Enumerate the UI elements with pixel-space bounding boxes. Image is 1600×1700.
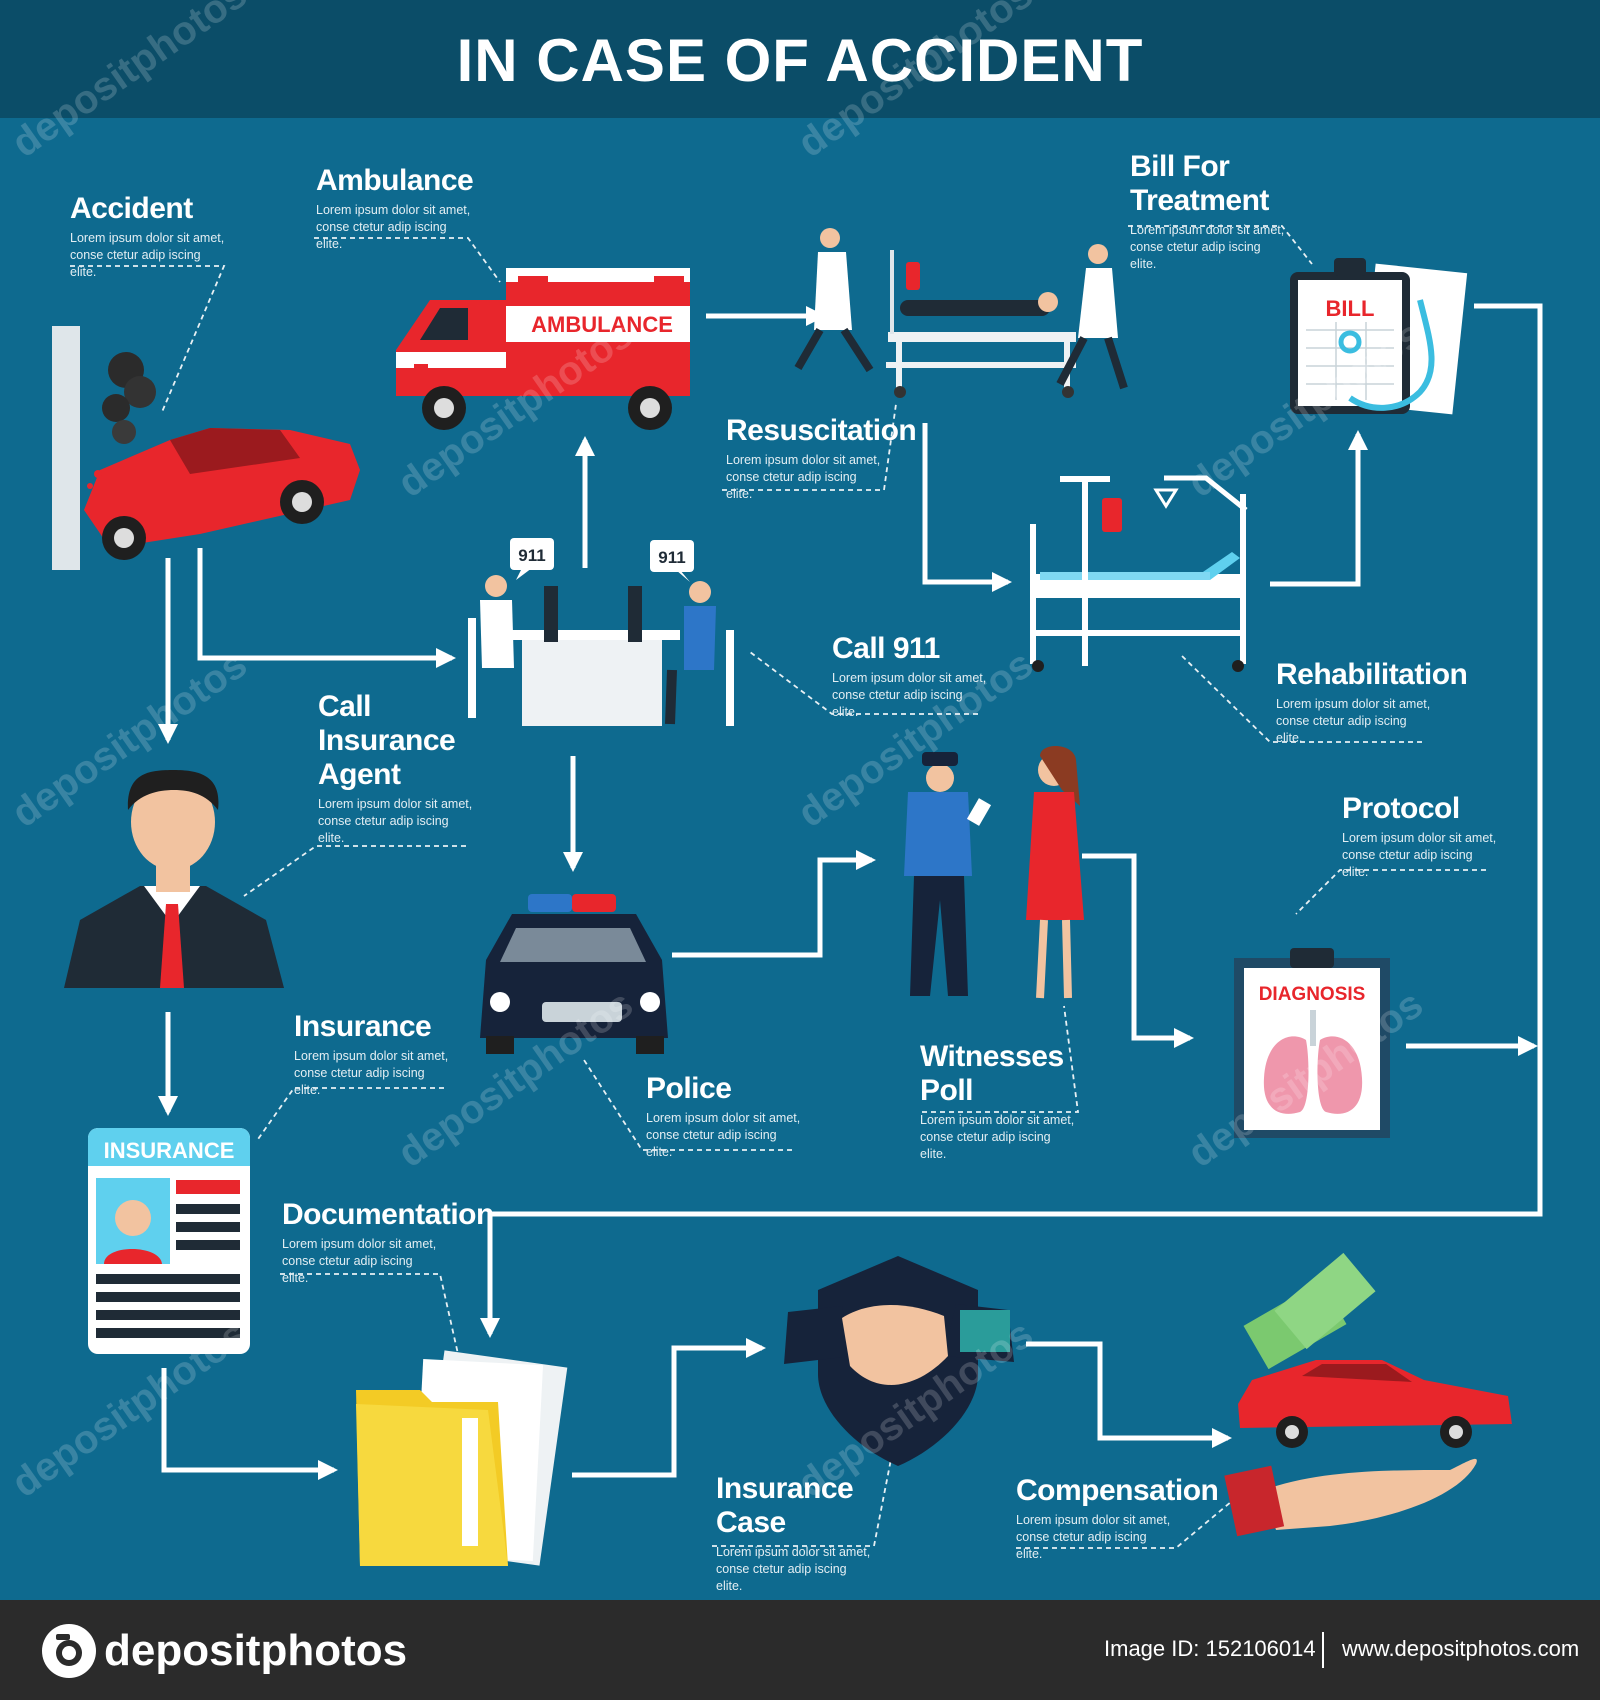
step-call-911: Call 911 Lorem ipsum dolor sit amet, con…: [832, 632, 992, 721]
ambulance-icon: AMBULANCE: [396, 268, 690, 430]
operator-right-bubble: 911: [658, 548, 685, 567]
flow-arrows: [158, 303, 1543, 1480]
footer-site-link[interactable]: www.depositphotos.com: [1342, 1636, 1580, 1661]
connector-ambulance: [314, 237, 501, 283]
step-accident: Accident Lorem ipsum dolor sit amet, con…: [70, 192, 230, 281]
footer-brand: depositphotos: [40, 1622, 407, 1680]
connector-insurance: [255, 1087, 444, 1143]
connector-insurance-case: [712, 1453, 893, 1547]
step-rehabilitation: Rehabilitation Lorem ipsum dolor sit ame…: [1276, 658, 1468, 747]
step-ambulance-text: Lorem ipsum dolor sit amet, conse ctetur…: [316, 203, 471, 251]
footer-divider: [1322, 1632, 1324, 1668]
connector-accident: [70, 265, 226, 413]
connector-agent: [243, 845, 466, 897]
footer-bar: [0, 1600, 1600, 1700]
footer-image-id: Image ID: 152106014: [1104, 1636, 1316, 1661]
arrow-accident-to-call911: [197, 548, 456, 668]
insurance-card-title: INSURANCE: [104, 1138, 235, 1163]
folder-documents-icon: [356, 1350, 568, 1566]
step-resuscitation: Resuscitation Lorem ipsum dolor sit amet…: [726, 414, 917, 503]
step-agent-text: Lorem ipsum dolor sit amet, conse ctetur…: [318, 797, 473, 845]
step-compensation: Compensation Lorem ipsum dolor sit amet,…: [1016, 1474, 1219, 1563]
page-title: IN CASE OF ACCIDENT: [456, 27, 1144, 94]
arrow-police-to-witnesses: [672, 850, 876, 958]
label-connectors: [70, 225, 1486, 1549]
stretcher-medics-icon: [794, 228, 1128, 398]
step-police: Police Lorem ipsum dolor sit amet, conse…: [646, 1072, 806, 1161]
arrow-insurance-to-documentation: [161, 1368, 338, 1480]
step-protocol-text: Lorem ipsum dolor sit amet, conse ctetur…: [1342, 831, 1497, 879]
step-ambulance: Ambulance Lorem ipsum dolor sit amet, co…: [316, 164, 476, 253]
camera-logo-icon: [42, 1624, 96, 1678]
step-police-title: Police: [646, 1072, 732, 1105]
arrow-bill-loop-to-documentation: [480, 303, 1543, 1338]
bill-text: BILL: [1326, 296, 1375, 321]
insurance-agent-icon: [64, 770, 284, 988]
step-call-insurance-agent: Call Insurance Agent Lorem ipsum dolor s…: [318, 690, 478, 847]
car-money-hand-icon: [1224, 1252, 1512, 1537]
step-accident-title: Accident: [70, 192, 193, 225]
connector-protocol: [1295, 869, 1486, 915]
connector-call911: [749, 651, 978, 715]
step-resuscitation-title: Resuscitation: [726, 414, 917, 447]
step-protocol: Protocol Lorem ipsum dolor sit amet, con…: [1342, 792, 1502, 881]
police-witness-icon: [904, 745, 1084, 999]
step-ambulance-title: Ambulance: [316, 164, 474, 197]
connector-rehabilitation: [1181, 655, 1422, 743]
step-witnesses-text: Lorem ipsum dolor sit amet, conse ctetur…: [920, 1113, 1075, 1161]
connector-bill: [1128, 225, 1313, 265]
step-compensation-text: Lorem ipsum dolor sit amet, conse ctetur…: [1016, 1513, 1171, 1561]
hospital-bed-icon: [1030, 475, 1248, 672]
ambulance-sign-text: AMBULANCE: [531, 312, 673, 337]
step-resuscitation-text: Lorem ipsum dolor sit amet, conse ctetur…: [726, 453, 881, 501]
flowchart: AMBULANCE BILL: [52, 225, 1543, 1566]
step-insurance: Insurance Lorem ipsum dolor sit amet, co…: [294, 1010, 454, 1099]
connector-resuscitation: [722, 403, 897, 491]
step-compensation-title: Compensation: [1016, 1474, 1219, 1507]
handshake-shield-icon: [784, 1256, 1014, 1466]
insurance-card-icon: INSURANCE: [88, 1128, 250, 1354]
step-rehabilitation-text: Lorem ipsum dolor sit amet, conse ctetur…: [1276, 697, 1431, 745]
arrow-rehabilitation-to-bill: [1270, 430, 1368, 587]
arrow-resuscitation-to-rehabilitation: [922, 423, 1012, 592]
step-insurance-title: Insurance: [294, 1010, 432, 1043]
step-insurance-case-title: Insurance Case: [716, 1472, 854, 1539]
step-insurance-case: Insurance Case Lorem ipsum dolor sit ame…: [716, 1472, 916, 1595]
step-bill-for-treatment: Bill For Treatment Lorem ipsum dolor sit…: [1130, 150, 1360, 273]
step-accident-text: Lorem ipsum dolor sit amet, conse ctetur…: [70, 231, 225, 279]
step-bill-title: Bill For Treatment: [1130, 150, 1269, 217]
step-documentation-text: Lorem ipsum dolor sit amet, conse ctetur…: [282, 1237, 437, 1285]
step-insurance-text: Lorem ipsum dolor sit amet, conse ctetur…: [294, 1049, 449, 1097]
police-car-icon: [480, 894, 668, 1054]
step-witnesses-title: Witnesses Poll: [920, 1040, 1064, 1107]
step-agent-title: Call Insurance Agent: [318, 690, 456, 791]
step-witnesses-poll: Witnesses Poll Lorem ipsum dolor sit ame…: [920, 1040, 1080, 1163]
medical-bill-icon: BILL: [1290, 258, 1468, 415]
step-bill-text: Lorem ipsum dolor sit amet, conse ctetur…: [1130, 223, 1285, 271]
arrow-witnesses-to-diagnosis: [1082, 853, 1194, 1048]
car-crash-icon: [52, 326, 360, 570]
step-insurance-case-text: Lorem ipsum dolor sit amet, conse ctetur…: [716, 1545, 871, 1593]
step-rehabilitation-title: Rehabilitation: [1276, 658, 1468, 691]
diagnosis-text: DIAGNOSIS: [1259, 984, 1366, 1005]
footer-brand-text: depositphotos: [104, 1626, 408, 1675]
step-police-text: Lorem ipsum dolor sit amet, conse ctetur…: [646, 1111, 801, 1159]
arrow-documentation-to-case: [572, 1338, 766, 1478]
operator-left-bubble: 911: [518, 546, 545, 565]
step-call911-title: Call 911: [832, 632, 940, 665]
connector-witnesses: [922, 1005, 1080, 1113]
step-call911-text: Lorem ipsum dolor sit amet, conse ctetur…: [832, 671, 987, 719]
header-bar: [0, 0, 1600, 118]
connector-police: [583, 1059, 792, 1151]
step-documentation: Documentation Lorem ipsum dolor sit amet…: [282, 1198, 494, 1287]
arrow-case-to-compensation: [1026, 1341, 1232, 1448]
step-documentation-title: Documentation: [282, 1198, 494, 1231]
call-center-icon: 911 911: [468, 538, 734, 726]
step-protocol-title: Protocol: [1342, 792, 1460, 825]
diagnosis-clipboard-icon: DIAGNOSIS: [1234, 948, 1390, 1138]
